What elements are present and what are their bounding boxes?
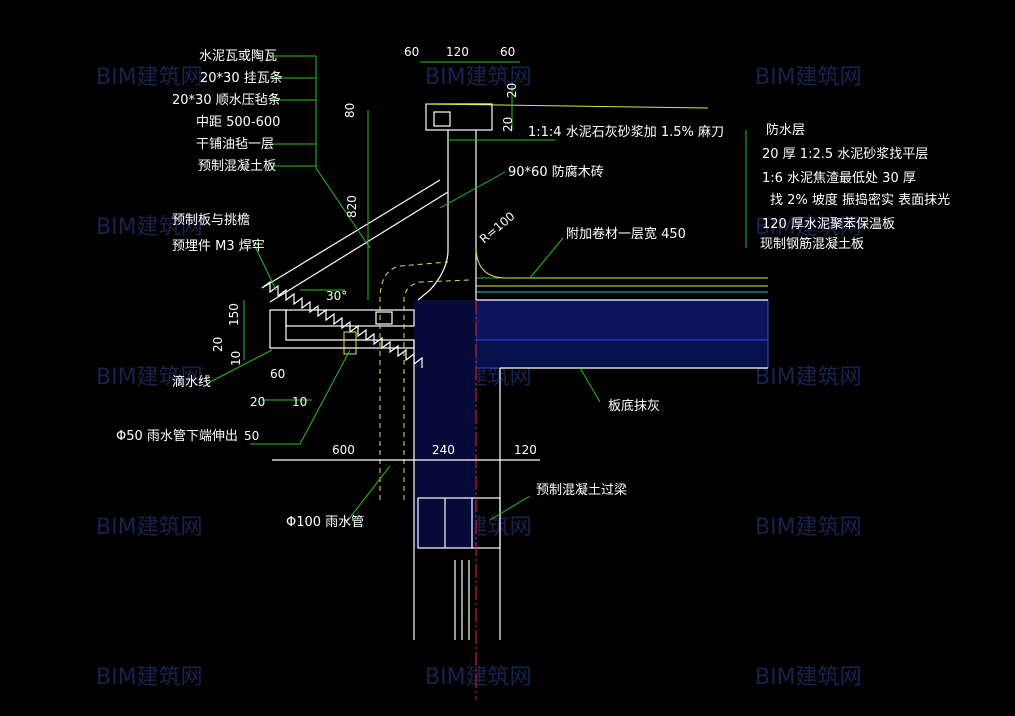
label-extra-membrane: 附加卷材一层宽 450 [566,226,686,242]
right-labels: 防水层 20 厚 1:2.5 水泥砂浆找平层 1:6 水泥焦渣最低处 30 厚 … [760,122,950,252]
dim-20c: 20 [250,395,265,409]
roof-tiles [261,280,423,368]
dim-top-120: 120 [446,45,469,59]
label-slope: 找 2% 坡度 振捣密实 表面抹光 [770,192,950,208]
dimension-labels: 60 120 60 20 80 20 820 150 20 10 60 20 1… [211,45,537,457]
label-wood-brick: 90*60 防腐木砖 [508,164,604,180]
watermark: BIM建筑网 [755,365,862,390]
dim-top-60: 60 [500,45,515,59]
leader [299,349,351,445]
dim-240: 240 [432,443,455,457]
dim-10: 10 [229,351,243,366]
label-batten: 20*30 挂瓦条 [200,70,283,86]
label-radius: R=100 [477,209,518,246]
label-embed: 预埋件 M3 焊牢 [172,238,265,254]
gutter-block [375,311,393,325]
watermark: BIM建筑网 [425,665,532,690]
gutter-slab [285,309,415,327]
leader [315,167,371,249]
watermark: BIM建筑网 [755,665,862,690]
wood-brick [433,111,451,127]
extra-membrane [475,249,768,279]
label-lintel: 预制混凝土过梁 [536,482,627,498]
dim-top-60: 60 [404,45,419,59]
rain-pipe-dash [403,279,471,500]
dimension-lines [243,61,540,461]
watermark: BIM建筑网 [96,365,203,390]
roof-slab [475,277,769,548]
leader [344,465,391,525]
dim-10b: 10 [292,395,307,409]
leader [489,495,531,521]
pipe-outlet [343,331,357,355]
watermark: BIM建筑网 [755,65,862,90]
roof-slope-bottom [269,191,449,303]
dim-80: 80 [343,103,357,118]
label-insulation: 120 厚水泥聚苯保温板 [762,217,895,232]
label-waterproof: 防水层 [766,122,805,138]
label-slab-eave: 预制板与挑檐 [172,213,250,228]
label-slag: 1:6 水泥焦渣最低处 30 厚 [762,171,916,186]
leader [439,171,506,209]
watermark: BIM建筑网 [425,65,532,90]
label-angle: 30° [326,289,347,303]
insulation-board [475,299,769,341]
wall [413,130,501,700]
label-ceiling-plaster: 板底抹灰 [608,398,660,414]
watermark: BIM建筑网 [96,215,203,240]
dim-60: 60 [270,367,285,381]
lintel-box [417,497,501,549]
watermark: BIM建筑网 [755,215,862,240]
label-rc-slab: 现制钢筋混凝土板 [760,236,864,252]
dim-top-20: 20 [505,83,519,98]
eave-gutter [269,261,471,500]
roof-slope-top [261,179,441,289]
left-labels: 水泥瓦或陶瓦 20*30 挂瓦条 20*30 顺水压毡条 中距 500-600 … [116,48,364,530]
label-precast-slab: 预制混凝土板 [198,158,276,174]
label-spacing: 中距 500-600 [196,115,280,130]
dim-600: 600 [332,443,355,457]
dim-20: 20 [501,117,515,132]
leader [579,367,601,403]
cap-top-mortar [425,103,709,109]
watermark: BIM建筑网 [755,515,862,540]
label-tile: 水泥瓦或陶瓦 [199,48,277,64]
dim-120: 120 [514,443,537,457]
leader [529,237,564,279]
label-mortar: 1:1:4 水泥石灰砂浆加 1.5% 麻刀 [528,125,724,140]
watermark: BIM建筑网 [96,665,203,690]
label-felt: 干铺油毡一层 [196,137,274,152]
rc-slab [475,339,769,369]
dim-820: 820 [345,195,359,218]
label-pipe-100: Φ100 雨水管 [286,515,364,530]
rain-pipe-dash [379,261,449,500]
leader [251,239,277,291]
leader [209,349,273,383]
watermark: BIM建筑网 [96,65,203,90]
watermark-grid: BIM建筑网 BIM建筑网 BIM建筑网 BIM建筑网 BIM建筑网 BIM建筑… [96,65,862,690]
watermark: BIM建筑网 [96,515,203,540]
dim-20b: 20 [211,337,225,352]
label-pipe-50: Φ50 雨水管下端伸出 [116,429,238,444]
leader-lines [209,55,747,525]
parapet-curve [417,178,449,301]
sloped-roof [261,179,449,368]
dim-150: 150 [227,303,241,326]
label-counter-batten: 20*30 顺水压毡条 [172,92,281,108]
label-screed: 20 厚 1:2.5 水泥砂浆找平层 [762,147,928,162]
label-drip: 滴水线 [172,374,211,390]
dim-50: 50 [244,429,259,443]
parapet-cap [417,103,768,301]
